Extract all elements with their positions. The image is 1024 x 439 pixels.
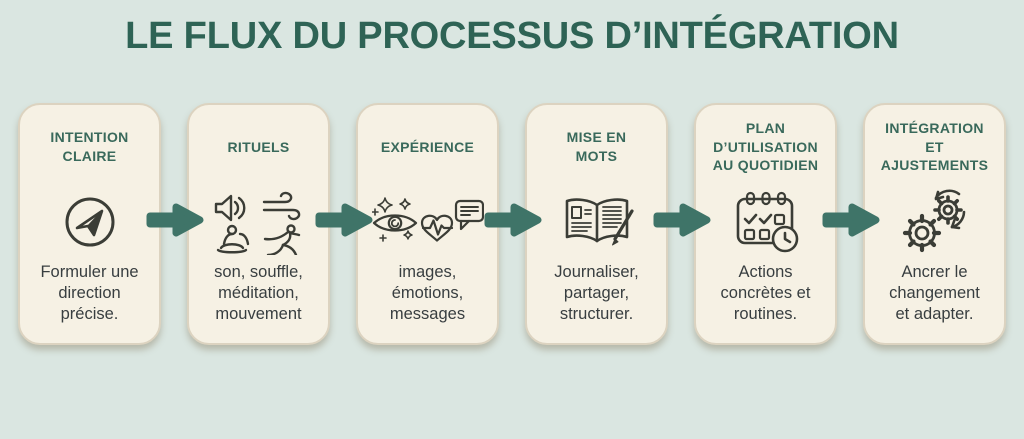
flow-arrow-icon bbox=[481, 197, 543, 243]
journal-pen-icon bbox=[535, 189, 658, 255]
process-step-card: MISE EN MOTS Journaliser, partager, stru… bbox=[525, 102, 668, 345]
step-title: INTÉGRATION ET AJUSTEMENTS bbox=[880, 120, 989, 173]
gears-cycle-icon bbox=[873, 189, 996, 255]
step-description: Actions concrètes et routines. bbox=[720, 263, 811, 323]
flow-arrow-icon bbox=[650, 197, 712, 243]
step-description: Formuler une direction précise. bbox=[40, 263, 139, 323]
step-title: RITUELS bbox=[227, 138, 290, 155]
process-step-card: PLAN D’UTILISATION AU QUOTIDIEN Actions … bbox=[694, 102, 837, 345]
step-description: son, souffle, méditation, mouvement bbox=[214, 263, 303, 323]
step-description: Ancrer le changement et adapter. bbox=[889, 263, 980, 323]
process-step-card: RITUELS son, souffle, méditation, mouvem… bbox=[187, 102, 330, 345]
step-description: images, émotions, messages bbox=[389, 263, 466, 323]
step-title: EXPÉRIENCE bbox=[380, 138, 475, 155]
process-step-card: EXPÉRIENCE images, émotions, messages bbox=[356, 102, 499, 345]
flow-arrow-icon bbox=[312, 197, 374, 243]
calendar-clock-icon bbox=[704, 189, 827, 255]
flow-arrow-icon bbox=[819, 197, 881, 243]
flow-arrow-icon bbox=[143, 197, 205, 243]
step-title: INTENTION CLAIRE bbox=[50, 129, 129, 164]
step-title: PLAN D’UTILISATION AU QUOTIDIEN bbox=[712, 120, 819, 173]
process-flow: INTENTION CLAIRE Formuler une direction … bbox=[0, 102, 1024, 345]
process-step-card: INTÉGRATION ET AJUSTEMENTS Ancrer le cha… bbox=[863, 102, 1006, 345]
process-step-card: INTENTION CLAIRE Formuler une direction … bbox=[18, 102, 161, 345]
compass-arrow-icon bbox=[28, 189, 151, 255]
sound-breath-meditation-movement-icon bbox=[197, 189, 320, 255]
page-title: LE FLUX DU PROCESSUS D’INTÉGRATION bbox=[125, 15, 899, 57]
eye-heart-message-icon bbox=[366, 189, 489, 255]
step-title: MISE EN MOTS bbox=[566, 129, 627, 164]
step-description: Journaliser, partager, structurer. bbox=[554, 263, 639, 323]
